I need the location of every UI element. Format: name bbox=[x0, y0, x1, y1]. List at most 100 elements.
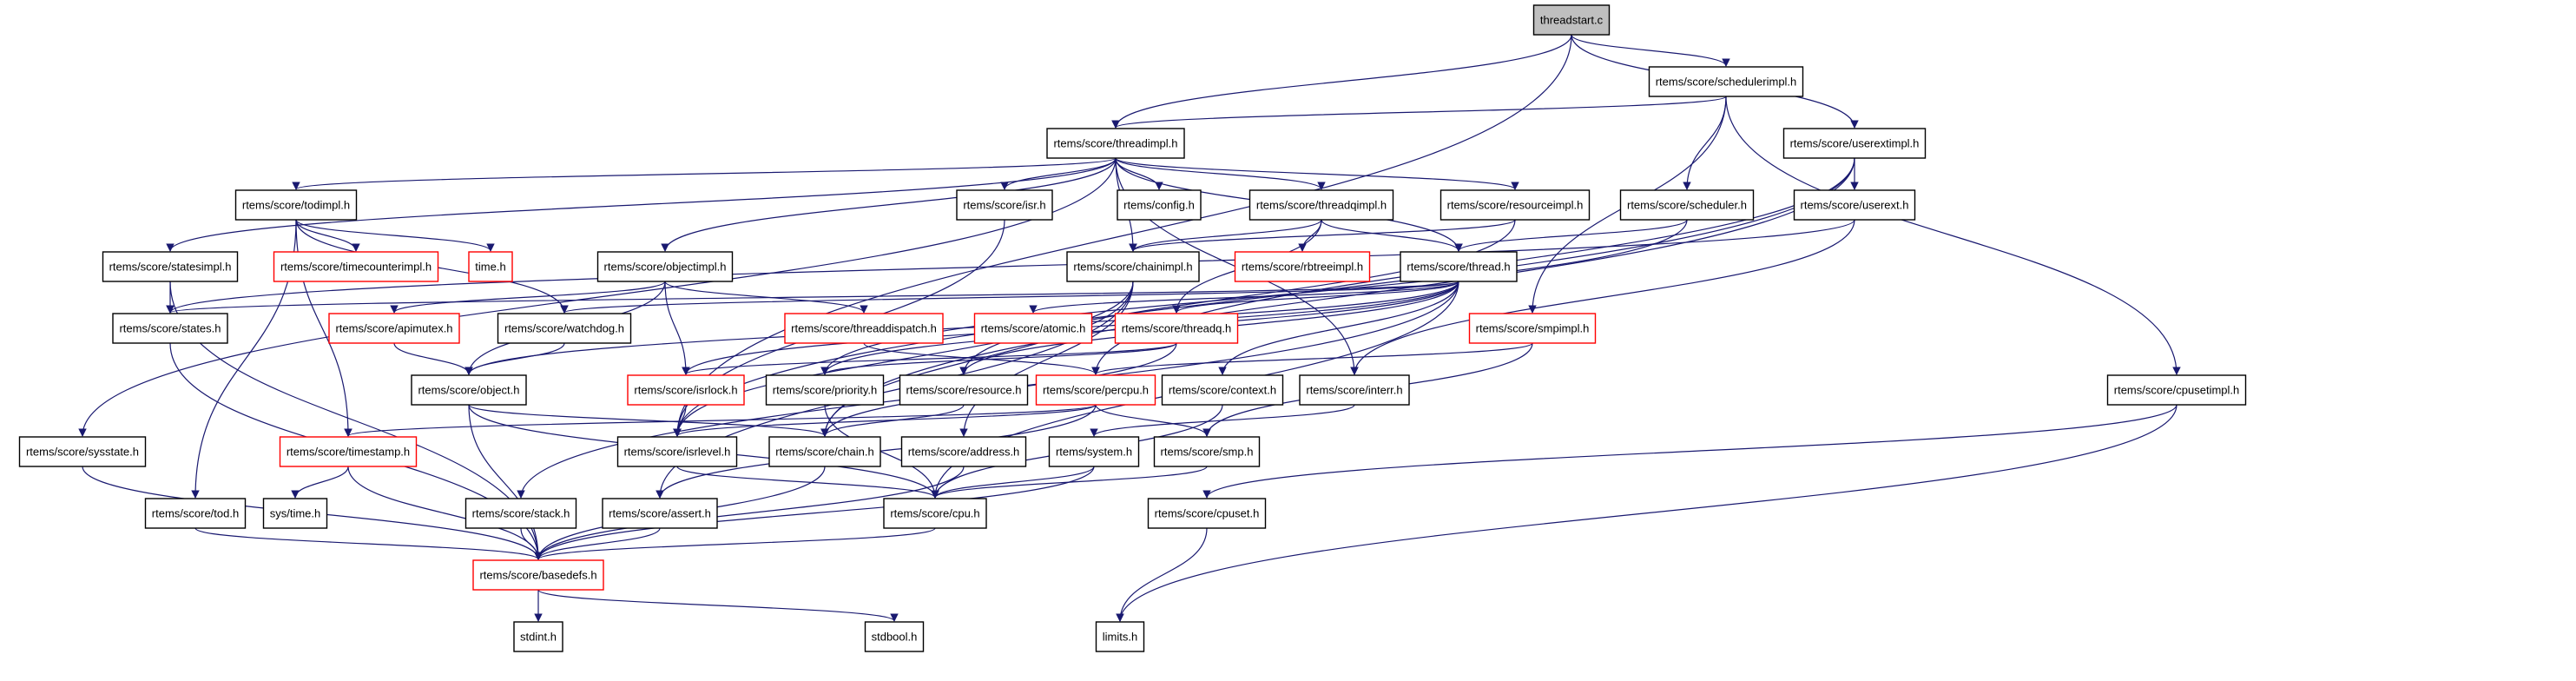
graph-node-address[interactable]: rtems/score/address.h bbox=[900, 436, 1027, 467]
graph-node-smpimpl[interactable]: rtems/score/smpimpl.h bbox=[1468, 313, 1597, 344]
graph-node-sysstate[interactable]: rtems/score/sysstate.h bbox=[18, 436, 147, 467]
graph-node-label: rtems/score/address.h bbox=[908, 446, 1020, 459]
graph-node-resourceimpl[interactable]: rtems/score/resourceimpl.h bbox=[1440, 189, 1591, 221]
graph-node-box bbox=[472, 559, 604, 591]
graph-node-chain[interactable]: rtems/score/chain.h bbox=[768, 436, 881, 467]
graph-node-objectimpl[interactable]: rtems/score/objectimpl.h bbox=[596, 251, 734, 282]
graph-node-object[interactable]: rtems/score/object.h bbox=[411, 374, 527, 406]
graph-node-percpu[interactable]: rtems/score/percpu.h bbox=[1035, 374, 1156, 406]
graph-node-userextimpl[interactable]: rtems/score/userextimpl.h bbox=[1782, 128, 1927, 159]
graph-node-thread[interactable]: rtems/score/thread.h bbox=[1400, 251, 1518, 282]
graph-node-stack[interactable]: rtems/score/stack.h bbox=[464, 498, 577, 529]
graph-node-box bbox=[1117, 189, 1202, 221]
graph-node-smp[interactable]: rtems/score/smp.h bbox=[1153, 436, 1261, 467]
graph-node-cpuset[interactable]: rtems/score/cpuset.h bbox=[1147, 498, 1267, 529]
graph-node-system[interactable]: rtems/system.h bbox=[1048, 436, 1140, 467]
graph-node-scheduler[interactable]: rtems/score/scheduler.h bbox=[1619, 189, 1755, 221]
graph-node-interr[interactable]: rtems/score/interr.h bbox=[1299, 374, 1410, 406]
graph-node-cpu[interactable]: rtems/score/cpu.h bbox=[883, 498, 987, 529]
graph-node-cpusetimpl[interactable]: rtems/score/cpusetimpl.h bbox=[2106, 374, 2247, 406]
graph-node-box bbox=[900, 436, 1027, 467]
graph-node-label: rtems/score/basedefs.h bbox=[479, 569, 596, 582]
graph-node-priority[interactable]: rtems/score/priority.h bbox=[765, 374, 885, 406]
graph-edge-schedulerimpl-to-threadimpl bbox=[1111, 96, 1727, 129]
graph-node-chainimpl[interactable]: rtems/score/chainimpl.h bbox=[1066, 251, 1200, 282]
graph-node-box bbox=[513, 621, 563, 652]
graph-node-schedulerimpl[interactable]: rtems/score/schedulerimpl.h bbox=[1648, 66, 1804, 97]
graph-node-box bbox=[973, 313, 1093, 344]
graph-node-box bbox=[1066, 251, 1200, 282]
graph-node-timestamp[interactable]: rtems/score/timestamp.h bbox=[279, 436, 418, 467]
graph-node-box bbox=[1234, 251, 1371, 282]
graph-edge-object-to-chain bbox=[468, 404, 829, 437]
graph-node-label: rtems/score/tod.h bbox=[152, 507, 239, 520]
graph-node-tod[interactable]: rtems/score/tod.h bbox=[144, 498, 247, 529]
graph-node-label: rtems/score/resourceimpl.h bbox=[1447, 199, 1584, 212]
graph-edge-objectimpl-to-apimutex bbox=[390, 281, 666, 314]
graph-node-box bbox=[616, 436, 738, 467]
graph-node-systime[interactable]: sys/time.h bbox=[262, 498, 328, 529]
graph-node-basedefs[interactable]: rtems/score/basedefs.h bbox=[472, 559, 604, 591]
graph-node-atomic[interactable]: rtems/score/atomic.h bbox=[973, 313, 1093, 344]
graph-edge-system-to-basedefs bbox=[534, 466, 1095, 560]
graph-node-box bbox=[279, 436, 418, 467]
graph-node-watchdog[interactable]: rtems/score/watchdog.h bbox=[497, 313, 632, 344]
graph-node-box bbox=[1648, 66, 1804, 97]
graph-node-label: rtems/score/threadimpl.h bbox=[1053, 137, 1177, 150]
graph-node-box bbox=[1299, 374, 1410, 406]
graph-node-label: rtems/score/isrlevel.h bbox=[624, 446, 731, 459]
graph-edge-threadimpl-to-threadqimpl bbox=[1115, 157, 1326, 190]
graph-node-threadqimpl[interactable]: rtems/score/threadqimpl.h bbox=[1248, 189, 1394, 221]
graph-node-threadimpl[interactable]: rtems/score/threadimpl.h bbox=[1046, 128, 1185, 159]
graph-node-timecounterimpl[interactable]: rtems/score/timecounterimpl.h bbox=[273, 251, 439, 282]
graph-node-time_h[interactable]: time.h bbox=[468, 251, 513, 282]
graph-edge-basedefs-to-stdbool bbox=[537, 589, 899, 622]
graph-node-box bbox=[144, 498, 247, 529]
graph-node-box bbox=[1035, 374, 1156, 406]
graph-node-threaddispatch[interactable]: rtems/score/threaddispatch.h bbox=[784, 313, 944, 344]
graph-node-userext[interactable]: rtems/score/userext.h bbox=[1793, 189, 1916, 221]
graph-node-label: rtems/score/timestamp.h bbox=[287, 446, 410, 459]
graph-node-box bbox=[18, 436, 147, 467]
graph-edge-smpimpl-to-percpu bbox=[1091, 342, 1533, 375]
graph-node-context[interactable]: rtems/score/context.h bbox=[1161, 374, 1284, 406]
graph-edge-cpu-to-basedefs bbox=[534, 527, 936, 560]
graph-node-isrlevel[interactable]: rtems/score/isrlevel.h bbox=[616, 436, 738, 467]
graph-node-assert[interactable]: rtems/score/assert.h bbox=[602, 498, 718, 529]
graph-edge-todimpl-to-time_h bbox=[295, 219, 495, 252]
graph-node-label: rtems/score/userextimpl.h bbox=[1790, 137, 1920, 150]
graph-edge-objectimpl-to-threaddispatch bbox=[664, 281, 868, 314]
graph-edge-todimpl-to-timecounterimpl bbox=[295, 219, 360, 252]
graph-node-label: stdbool.h bbox=[872, 631, 918, 644]
graph-node-isrlock[interactable]: rtems/score/isrlock.h bbox=[627, 374, 745, 406]
graph-edge-threadstart_c-to-isrlevel bbox=[673, 34, 1572, 437]
graph-node-todimpl[interactable]: rtems/score/todimpl.h bbox=[234, 189, 358, 221]
graph-edge-thread-to-watchdog bbox=[560, 281, 1459, 314]
graph-node-states[interactable]: rtems/score/states.h bbox=[112, 313, 228, 344]
graph-node-statesimpl[interactable]: rtems/score/statesimpl.h bbox=[102, 251, 239, 282]
graph-node-label: rtems/score/stack.h bbox=[472, 507, 570, 520]
graph-node-label: rtems/score/chain.h bbox=[775, 446, 873, 459]
graph-node-box bbox=[1619, 189, 1755, 221]
graph-node-config[interactable]: rtems/config.h bbox=[1117, 189, 1202, 221]
graph-node-label: rtems/score/object.h bbox=[418, 384, 519, 397]
graph-node-threadstart_c[interactable]: threadstart.c bbox=[1532, 4, 1611, 36]
graph-edge-system-to-cpu bbox=[931, 466, 1095, 499]
graph-node-isr[interactable]: rtems/score/isr.h bbox=[956, 189, 1053, 221]
graph-node-rbtreeimpl[interactable]: rtems/score/rbtreeimpl.h bbox=[1234, 251, 1371, 282]
graph-node-label: rtems/score/timecounterimpl.h bbox=[280, 261, 432, 274]
graph-node-threadq[interactable]: rtems/score/threadq.h bbox=[1114, 313, 1239, 344]
graph-edge-percpu-to-timestamp bbox=[344, 404, 1097, 437]
graph-node-box bbox=[883, 498, 987, 529]
graph-node-box bbox=[956, 189, 1053, 221]
graph-edge-chainimpl-to-isrlevel bbox=[673, 281, 1134, 437]
graph-node-stdint[interactable]: stdint.h bbox=[513, 621, 563, 652]
graph-node-limits[interactable]: limits.h bbox=[1095, 621, 1145, 652]
graph-node-apimutex[interactable]: rtems/score/apimutex.h bbox=[328, 313, 460, 344]
graph-node-label: sys/time.h bbox=[270, 507, 321, 520]
graph-node-label: time.h bbox=[475, 261, 505, 274]
graph-node-resource[interactable]: rtems/score/resource.h bbox=[899, 374, 1029, 406]
graph-edge-chainimpl-to-address bbox=[959, 281, 1134, 437]
graph-edge-threadstart_c-to-threadimpl bbox=[1111, 34, 1572, 129]
graph-node-stdbool[interactable]: stdbool.h bbox=[864, 621, 925, 652]
